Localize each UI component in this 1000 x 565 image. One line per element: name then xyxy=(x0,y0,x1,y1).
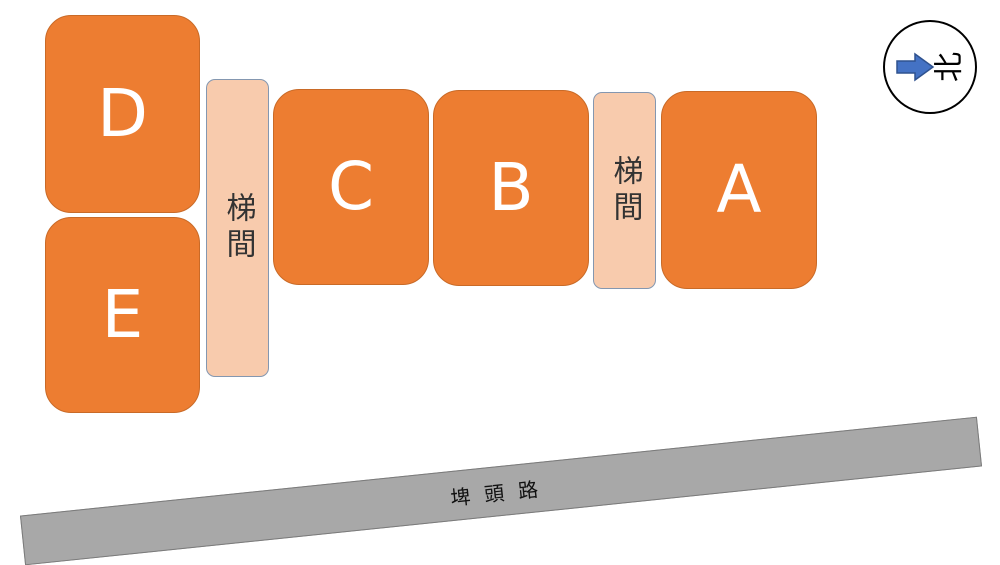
arrow-right-icon xyxy=(896,52,935,82)
compass-north-label: 北 xyxy=(932,52,967,82)
unit-a: A xyxy=(661,91,817,289)
unit-d: D xyxy=(45,15,200,213)
stairwell-left: 梯間 xyxy=(206,79,269,377)
unit-e-label: E xyxy=(101,276,144,353)
unit-a-label: A xyxy=(716,151,762,228)
stairwell-right: 梯間 xyxy=(593,92,656,289)
road: 埤頭路 xyxy=(19,416,983,565)
unit-e: E xyxy=(45,217,200,413)
unit-c: C xyxy=(273,89,429,285)
unit-c-label: C xyxy=(327,148,375,225)
road-label: 埤頭路 xyxy=(449,475,554,510)
stairwell-right-label: 梯間 xyxy=(607,154,643,227)
stairwell-left-label: 梯間 xyxy=(220,192,256,264)
unit-b: B xyxy=(433,90,589,286)
compass: 北 xyxy=(883,20,977,114)
unit-d-label: D xyxy=(97,75,148,152)
unit-b-label: B xyxy=(488,149,534,226)
